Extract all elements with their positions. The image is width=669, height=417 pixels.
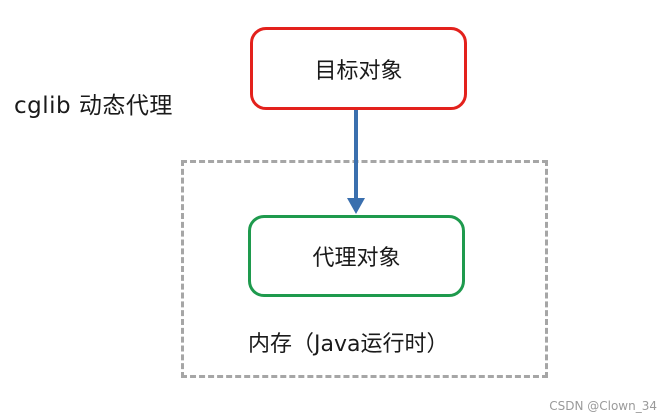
memory-container-label: 内存（Java运行时） [248,332,449,357]
proxy-object-node: 代理对象 [248,215,465,297]
target-object-label: 目标对象 [314,58,403,84]
arrow-head [347,198,365,214]
proxy-object-label: 代理对象 [312,246,401,271]
diagram-title: cglib 动态代理 [14,93,173,119]
memory-container [181,160,548,378]
watermark: CSDN @Clown_34 [549,399,657,413]
target-object-node: 目标对象 [250,27,467,110]
